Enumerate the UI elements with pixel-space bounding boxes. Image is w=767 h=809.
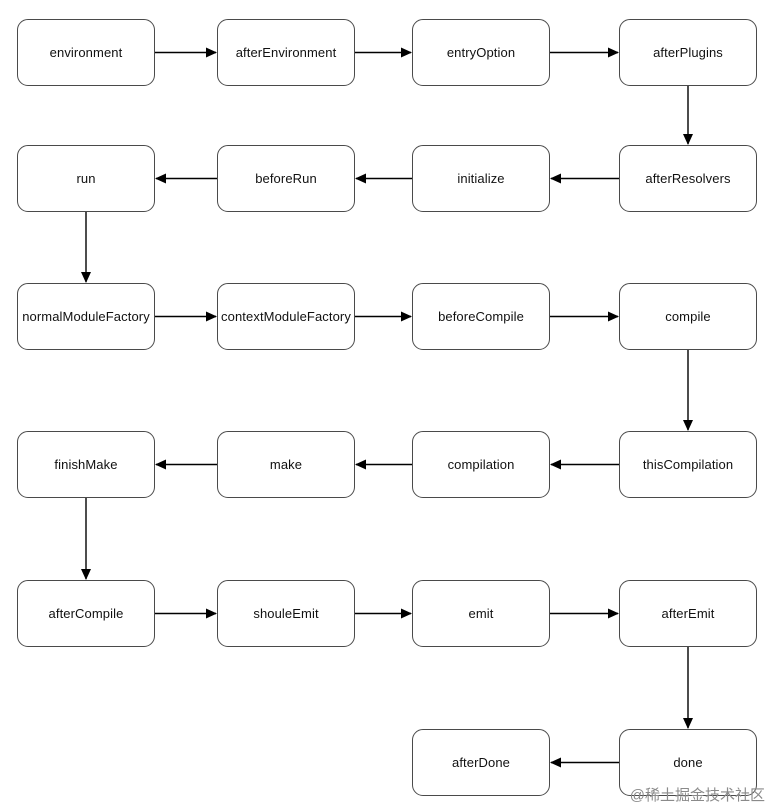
node-label: emit (468, 606, 494, 621)
node-label: done (673, 755, 703, 770)
node-label: thisCompilation (642, 457, 734, 472)
node-afterPlugins: afterPlugins (619, 19, 757, 86)
node-label: run (76, 171, 96, 186)
node-label: contextModuleFactory (221, 309, 351, 324)
node-normalModuleFactory: normalModuleFactory (17, 283, 155, 350)
node-label: beforeRun (255, 171, 317, 186)
node-label: compile (665, 309, 711, 324)
node-beforeRun: beforeRun (217, 145, 355, 212)
node-contextModuleFactory: contextModuleFactory (217, 283, 355, 350)
node-label: environment (49, 45, 123, 60)
node-label: afterCompile (48, 606, 124, 621)
node-compilation: compilation (412, 431, 550, 498)
node-done: done (619, 729, 757, 796)
node-label: afterEmit (661, 606, 715, 621)
node-label: beforeCompile (438, 309, 524, 324)
node-initialize: initialize (412, 145, 550, 212)
node-label: afterPlugins (653, 45, 723, 60)
node-compile: compile (619, 283, 757, 350)
node-afterEmit: afterEmit (619, 580, 757, 647)
node-afterCompile: afterCompile (17, 580, 155, 647)
node-label: entryOption (446, 45, 516, 60)
node-label: normalModuleFactory (22, 309, 150, 324)
node-label: shouleEmit (253, 606, 319, 621)
node-label: finishMake (54, 457, 118, 472)
node-label: make (269, 457, 303, 472)
node-make: make (217, 431, 355, 498)
node-finishMake: finishMake (17, 431, 155, 498)
node-afterResolvers: afterResolvers (619, 145, 757, 212)
node-label: compilation (447, 457, 515, 472)
watermark-text: @稀土掘金技术社区 (629, 787, 765, 804)
node-label: initialize (457, 171, 505, 186)
node-afterEnvironment: afterEnvironment (217, 19, 355, 86)
node-entryOption: entryOption (412, 19, 550, 86)
node-shouleEmit: shouleEmit (217, 580, 355, 647)
node-label: afterDone (452, 755, 510, 770)
node-label: afterResolvers (645, 171, 731, 186)
node-label: afterEnvironment (235, 45, 337, 60)
node-run: run (17, 145, 155, 212)
node-beforeCompile: beforeCompile (412, 283, 550, 350)
node-environment: environment (17, 19, 155, 86)
node-emit: emit (412, 580, 550, 647)
node-thisCompilation: thisCompilation (619, 431, 757, 498)
node-afterDone: afterDone (412, 729, 550, 796)
